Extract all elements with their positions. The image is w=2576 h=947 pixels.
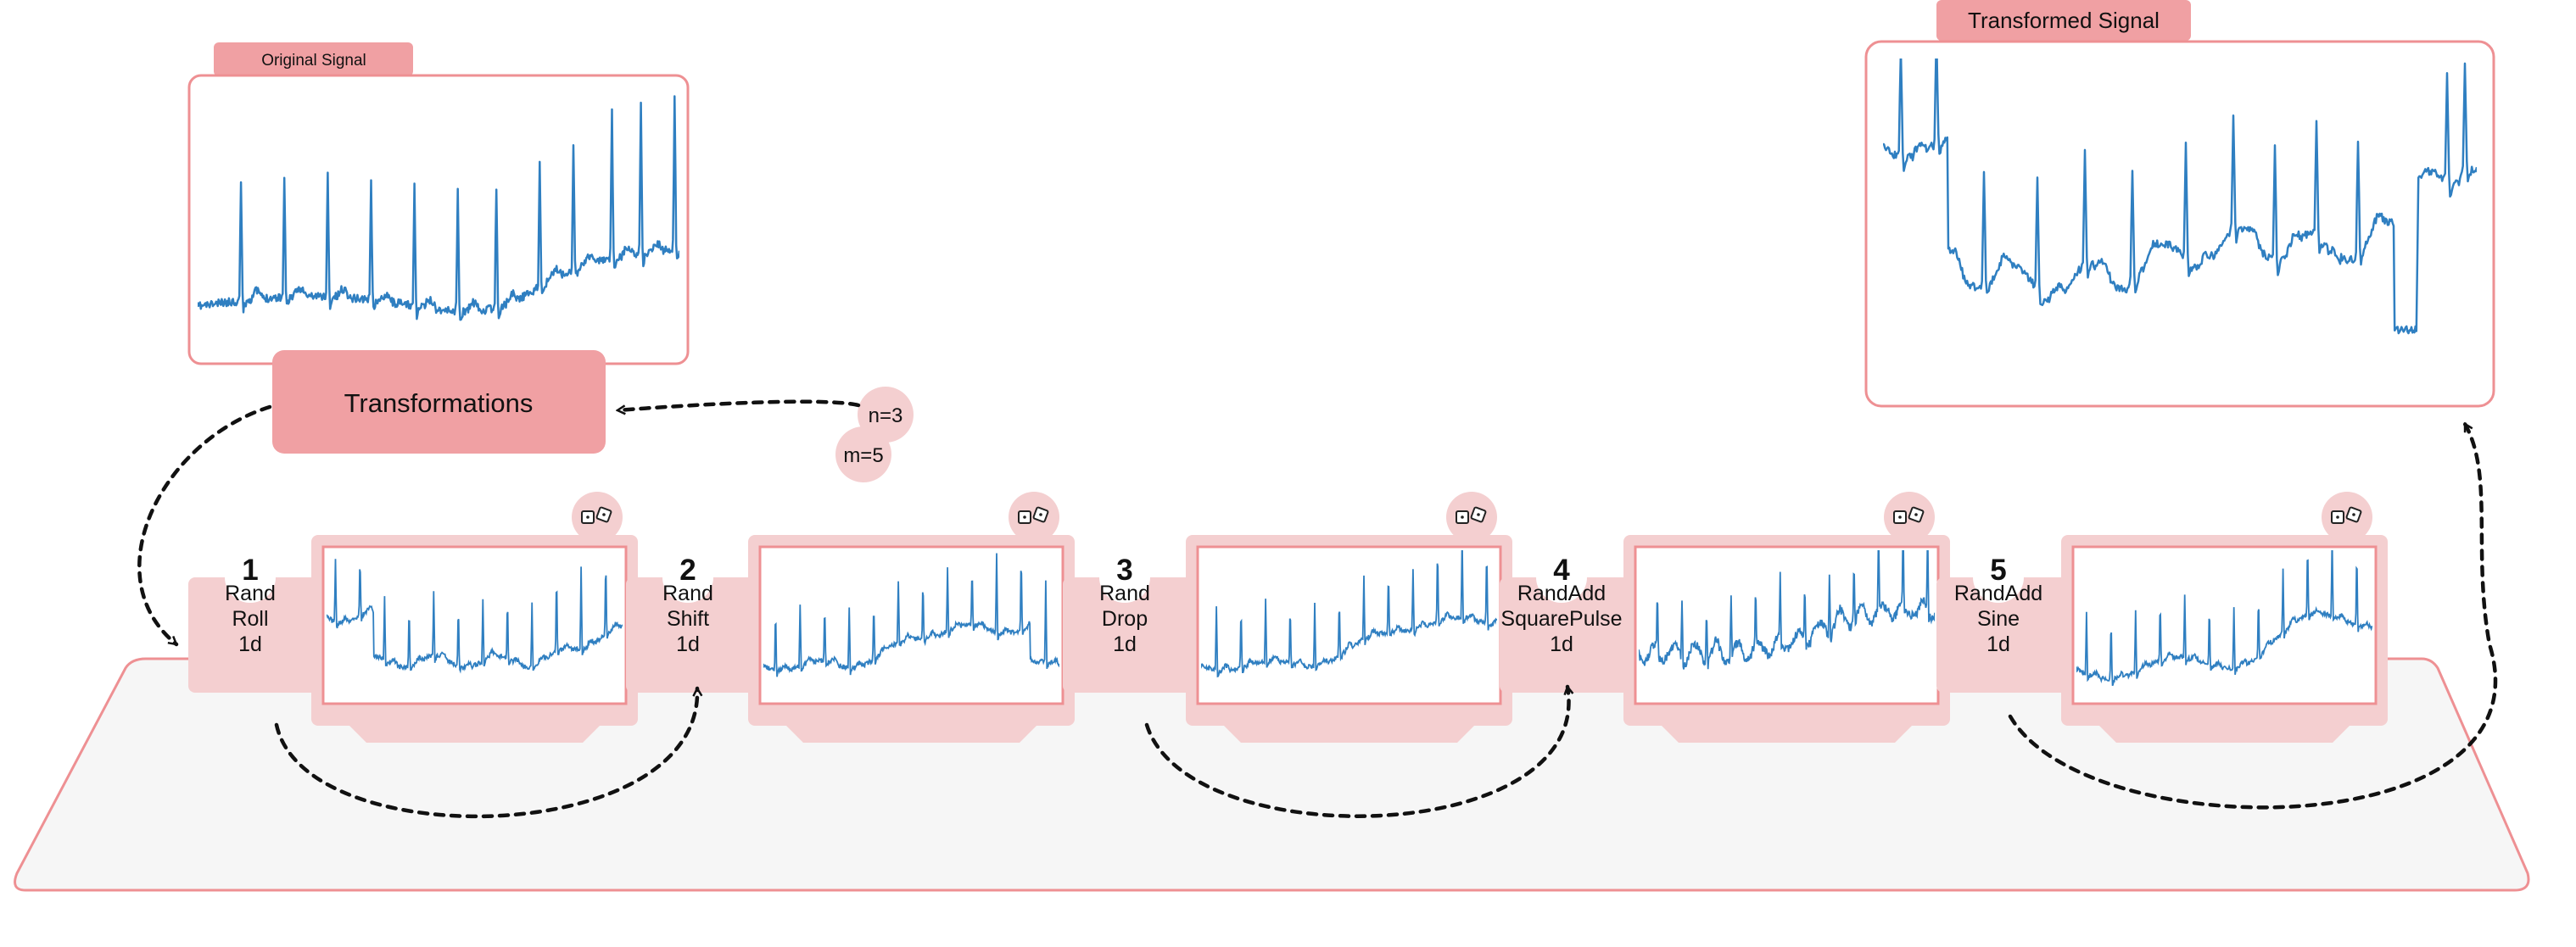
original-signal-label: Original Signal — [261, 52, 366, 70]
step-label-tab — [188, 577, 311, 693]
step-number: 3 — [1116, 554, 1132, 587]
arrow-params-to-transformations — [617, 399, 861, 410]
transformed-signal-tab — [1936, 0, 2191, 41]
step-label-line: 1d — [1113, 632, 1137, 656]
step-signal-line — [1201, 550, 1497, 678]
step-number: 2 — [679, 554, 696, 587]
monitor-stand — [786, 726, 1037, 743]
step-label-line: Sine — [1977, 607, 2020, 631]
step-label-line: Drop — [1102, 607, 1148, 631]
param-m-bubble: m=5 — [835, 426, 891, 482]
original-signal-panel: Original Signal — [187, 42, 690, 365]
step-notch — [1973, 552, 2024, 603]
param-n-label: n=3 — [869, 404, 903, 427]
step-label-line: Rand — [662, 582, 713, 605]
step-label-line: Rand — [1099, 582, 1150, 605]
arrow-transformations-to-step1 — [137, 404, 272, 647]
step-notch — [1099, 552, 1150, 603]
step-signal-plot — [1639, 550, 1935, 670]
pipeline-steps: 1RandRoll1d2RandShift1d3RandDrop1d4RandA… — [188, 492, 2388, 743]
arrow-step5-to-output — [2008, 421, 2498, 810]
step-label-line: 1d — [1986, 632, 2010, 656]
flow-arrows — [137, 399, 2498, 819]
step-label-line: SquarePulse — [1500, 607, 1622, 631]
step-signal-line — [327, 559, 623, 674]
step-label-line: Rand — [225, 582, 276, 605]
monitor-stand — [2099, 726, 2350, 743]
step-notch — [1536, 552, 1587, 603]
dice-icon — [1446, 492, 1497, 543]
step-signal-plot — [2076, 550, 2372, 687]
step-label-line: RandAdd — [1517, 582, 1606, 605]
step-signal-plot — [327, 559, 623, 674]
original-signal-plot — [198, 95, 679, 321]
step-signal-line — [1639, 550, 1935, 670]
transformations-box: Transformations — [272, 350, 606, 454]
dice-icon — [2322, 492, 2372, 543]
step-label-line: Shift — [667, 607, 709, 631]
transformed-signal-panel: Transformed Signal — [1864, 0, 2495, 408]
step-notch — [225, 552, 276, 603]
step-label-line: 1d — [238, 632, 262, 656]
step-number: 4 — [1553, 554, 1570, 587]
arrow-step3-to-step4 — [1144, 687, 1569, 818]
step-signal-line — [763, 553, 1059, 677]
step-label-tab — [1936, 577, 2059, 693]
step-label-line: RandAdd — [1954, 582, 2042, 605]
monitor-screen — [1634, 545, 1940, 705]
param-m-label: m=5 — [843, 444, 883, 467]
transformed-signal-plot — [1883, 58, 2477, 335]
step-label-tab — [1500, 577, 1623, 693]
arrow-step1-to-step2 — [274, 686, 697, 819]
monitor-screen — [2071, 545, 2378, 705]
transformations-label: Transformations — [344, 388, 534, 418]
step-label-line: Roll — [232, 607, 268, 631]
step-number: 5 — [1990, 554, 2006, 587]
original-signal-tab — [214, 42, 413, 76]
step-label-tab — [626, 577, 749, 693]
dice-icon — [1009, 492, 1059, 543]
dice-icon — [1884, 492, 1935, 543]
step-notch — [662, 552, 713, 603]
monitor-screen — [758, 545, 1064, 705]
step-signal-line — [2076, 550, 2372, 687]
step-label-tab — [1063, 577, 1186, 693]
monitor-stand — [1662, 726, 1912, 743]
step-label-line: 1d — [1550, 632, 1573, 656]
step-label-line: 1d — [676, 632, 700, 656]
monitor-stand — [1224, 726, 1474, 743]
monitor-screen — [1196, 545, 1502, 705]
step-number: 1 — [242, 554, 258, 587]
transformed-signal-label: Transformed Signal — [1968, 8, 2160, 33]
transformed-signal-frame — [1864, 40, 2495, 408]
step-signal-plot — [763, 553, 1059, 677]
step-signal-plot — [1201, 550, 1497, 678]
monitor-stand — [349, 726, 600, 743]
dice-icon — [572, 492, 623, 543]
